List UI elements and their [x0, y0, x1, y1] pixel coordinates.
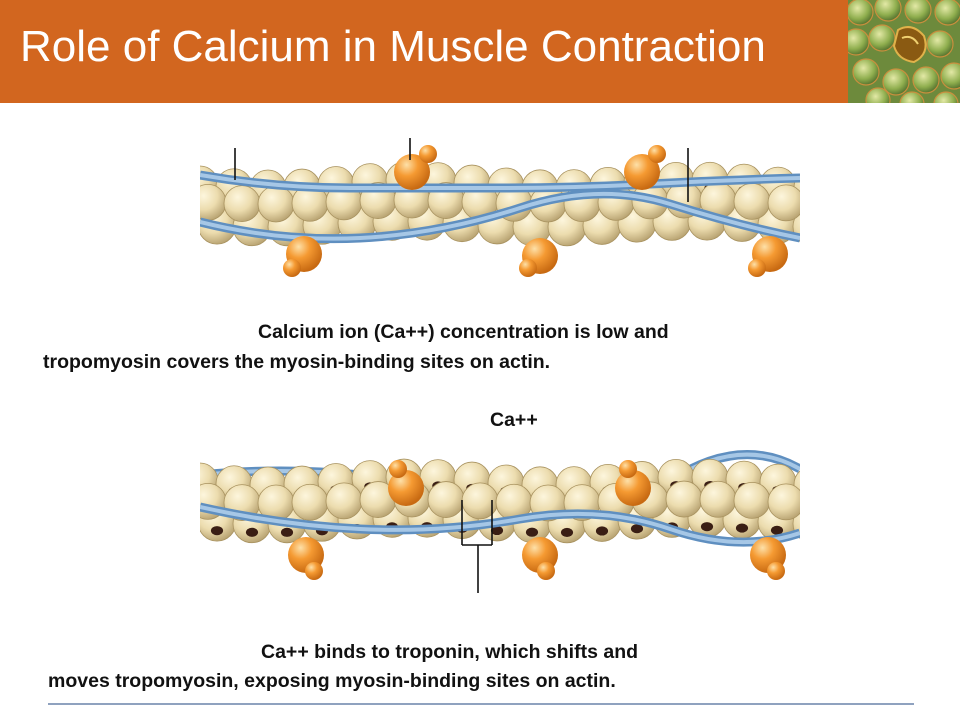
actin-bead	[767, 483, 800, 521]
myosin-binding-site	[770, 525, 784, 535]
actin-bead	[699, 480, 737, 518]
actin-bead	[733, 183, 771, 220]
actin-bead	[223, 185, 261, 223]
myosin-binding-site	[280, 527, 294, 537]
actin-bead	[325, 482, 363, 520]
bottom-rule	[48, 703, 914, 705]
caption-calcium-bound-line2: moves tropomyosin, exposing myosin-bindi…	[48, 670, 616, 692]
myosin-binding-site	[700, 522, 714, 532]
diagram-low-calcium	[200, 138, 800, 277]
caption-low-calcium-line1: Calcium ion (Ca++) concentration is low …	[258, 321, 669, 343]
myosin-binding-site	[735, 523, 749, 533]
myosin-binding-site	[210, 526, 224, 536]
calcium-ion-label: Ca++	[490, 409, 538, 431]
troponin-calcium-bound	[288, 460, 786, 580]
actin-bead	[427, 481, 465, 518]
myosin-binding-site	[560, 527, 574, 537]
label-lines	[234, 138, 689, 202]
binding-site-bracket	[461, 500, 493, 593]
actin-bead	[733, 482, 771, 519]
caption-calcium-bound-line1: Ca++ binds to troponin, which shifts and	[261, 641, 639, 663]
actin-bead	[665, 480, 703, 518]
actin-filament	[200, 458, 800, 544]
actin-bead	[767, 184, 800, 222]
slide-title: Role of Calcium in Muscle Contraction	[20, 22, 766, 71]
myosin-binding-site	[595, 526, 609, 536]
actin-bead	[257, 185, 295, 223]
diagram-calcium-bound	[200, 450, 800, 593]
troponin-complex	[283, 145, 788, 277]
caption-low-calcium-line2: tropomyosin covers the myosin-binding si…	[43, 351, 551, 373]
myosin-binding-site	[245, 527, 259, 537]
myosin-binding-site	[525, 527, 539, 537]
myosin-binding-site	[490, 525, 504, 536]
title-bar: Role of Calcium in Muscle Contraction	[0, 0, 848, 103]
cactus-photo	[848, 0, 960, 103]
myosin-binding-site	[630, 524, 644, 534]
actin-bead	[291, 483, 329, 521]
